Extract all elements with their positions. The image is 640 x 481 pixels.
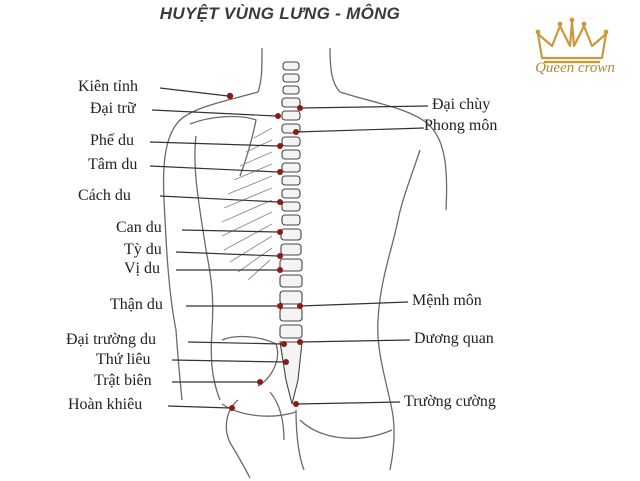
spine (279, 61, 303, 405)
label-trat-bien: Trật biên (94, 372, 152, 389)
label-thu-lieu: Thứ liêu (96, 351, 151, 368)
label-kien-tinh: Kiên tỉnh (78, 78, 138, 95)
label-vi-du: Vị du (124, 260, 160, 277)
label-can-du: Can du (116, 219, 162, 236)
label-dai-truong-du: Đại trường du (66, 331, 157, 348)
acupoint-markers (226, 92, 303, 411)
label-phong-mon: Phong môn (424, 117, 498, 134)
label-duong-quan: Dương quan (414, 330, 494, 347)
label-dai-chuy: Đại chùy (432, 96, 491, 113)
label-cach-du: Cách du (78, 187, 131, 204)
brand-logo-text: Queen crown (535, 60, 615, 76)
label-than-du: Thận du (110, 296, 163, 313)
label-dai-tru: Đại trữ (90, 100, 136, 117)
body-outline (162, 47, 448, 479)
label-tam-du: Tâm du (88, 156, 138, 173)
left-leader-lines (149, 87, 285, 409)
right-leader-lines (295, 105, 429, 405)
label-phe-du: Phế du (90, 132, 134, 149)
rib-cage (221, 127, 273, 281)
label-hoan-khieu: Hoàn khiêu (68, 396, 143, 413)
label-menh-mon: Mệnh môn (412, 292, 482, 309)
label-truong-cuong: Trường cường (404, 393, 496, 410)
diagram-title: HUYỆT VÙNG LƯNG - MÔNG (159, 4, 401, 23)
label-ty-du: Tỳ du (124, 241, 162, 258)
crown-icon (535, 17, 609, 64)
